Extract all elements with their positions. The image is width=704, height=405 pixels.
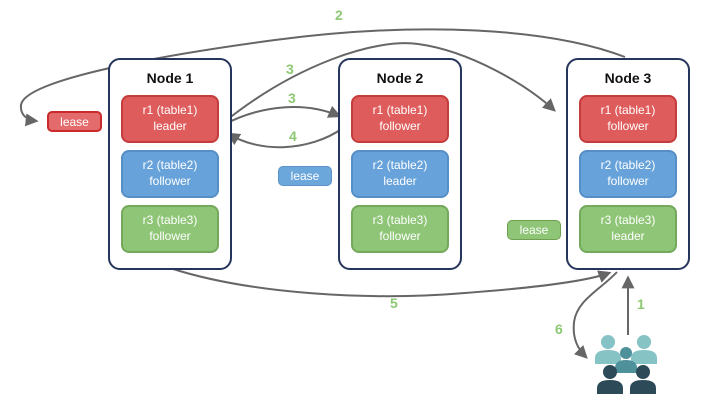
range-box-node1-r3: r3 (table3) follower <box>121 205 219 253</box>
node-card-2: Node 2 r1 (table1) follower r2 (table2) … <box>338 58 462 270</box>
arrow-step6-node3-to-users <box>572 271 618 359</box>
range-role: follower <box>379 119 421 133</box>
node-title: Node 3 <box>604 70 652 86</box>
range-name: r1 (table1) <box>372 103 428 118</box>
node-card-1: Node 1 r1 (table1) leader r2 (table2) fo… <box>108 58 232 270</box>
step-label-2: 2 <box>335 7 343 23</box>
lease-badge-red: lease <box>47 111 102 132</box>
step-label-1: 1 <box>637 296 645 312</box>
step-label-3b: 3 <box>288 90 296 106</box>
range-box-node2-r1: r1 (table1) follower <box>351 95 449 143</box>
range-name: r2 (table2) <box>372 158 428 173</box>
step-label-3a: 3 <box>286 61 294 77</box>
range-name: r2 (table2) <box>600 158 656 173</box>
node-title: Node 1 <box>146 70 194 86</box>
arrow-step3-node1-to-node2 <box>222 105 342 126</box>
node-title: Node 2 <box>376 70 424 86</box>
range-box-node3-r1: r1 (table1) follower <box>579 95 677 143</box>
range-role: follower <box>379 229 421 243</box>
range-name: r2 (table2) <box>142 158 198 173</box>
range-name: r1 (table1) <box>600 103 656 118</box>
range-name: r3 (table3) <box>372 213 428 228</box>
range-role: follower <box>607 119 649 133</box>
range-role: leader <box>611 229 645 243</box>
arrow-step4-node2-to-node1 <box>226 127 344 149</box>
step-label-4: 4 <box>289 128 297 144</box>
range-name: r3 (table3) <box>142 213 198 228</box>
step-label-6: 6 <box>555 321 563 337</box>
node-card-3: Node 3 r1 (table1) follower r2 (table2) … <box>566 58 690 270</box>
range-box-node3-r2: r2 (table2) follower <box>579 150 677 198</box>
lease-badge-blue: lease <box>278 166 332 186</box>
step-label-5: 5 <box>390 295 398 311</box>
range-box-node1-r2: r2 (table2) follower <box>121 150 219 198</box>
range-role: follower <box>149 229 191 243</box>
range-box-node2-r3: r3 (table3) follower <box>351 205 449 253</box>
range-role: follower <box>149 174 191 188</box>
range-role: leader <box>153 119 187 133</box>
lease-badge-green: lease <box>507 220 561 240</box>
range-role: follower <box>607 174 649 188</box>
range-name: r1 (table1) <box>142 103 198 118</box>
range-box-node3-r3: r3 (table3) leader <box>579 205 677 253</box>
range-box-node1-r1: r1 (table1) leader <box>121 95 219 143</box>
arrow-step5-node1-to-node3 <box>169 267 612 298</box>
range-box-node2-r2: r2 (table2) leader <box>351 150 449 198</box>
range-name: r3 (table3) <box>600 213 656 228</box>
range-role: leader <box>383 174 417 188</box>
users-icon <box>595 335 657 394</box>
